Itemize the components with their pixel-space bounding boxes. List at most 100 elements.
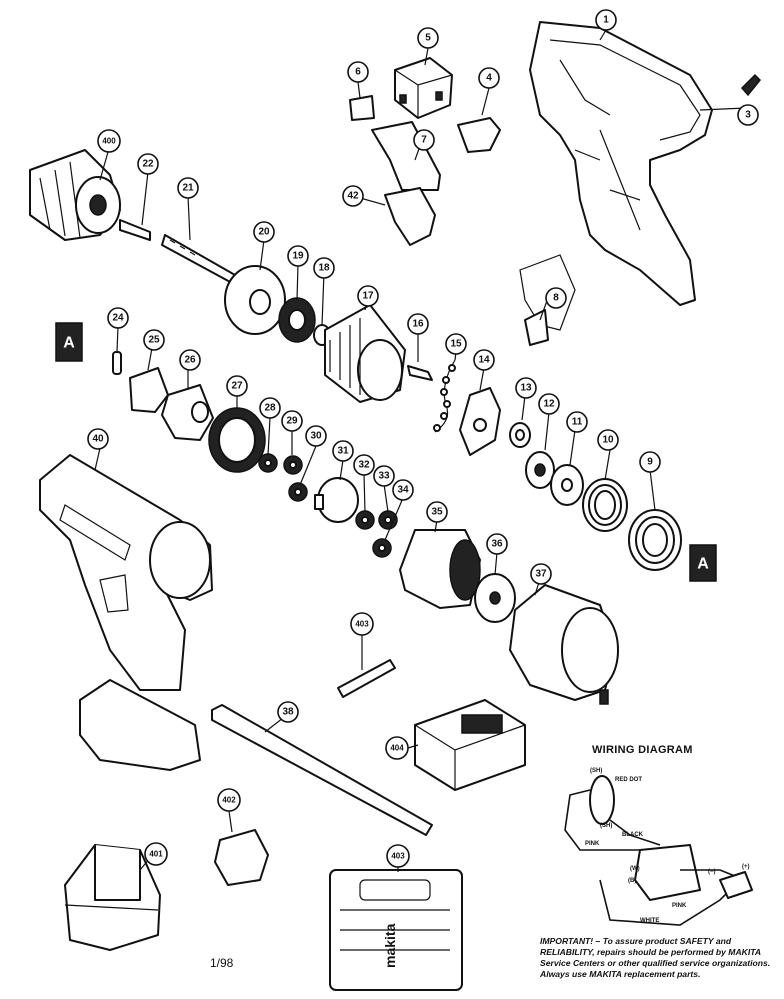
callout-30: 30 [305,425,327,447]
marker-a-right: A [689,544,717,582]
marker-a-left-text: A [63,335,75,352]
part-27-ring-gear [208,407,266,473]
part-drill-body [39,454,213,771]
part-24-pin [112,351,122,375]
callout-29: 29 [281,410,303,432]
callout-4: 4 [478,67,500,89]
callout-12: 12 [538,393,560,415]
part-9-spring [628,509,682,571]
wiring-label-pink-top: PINK [585,841,600,847]
callout-27: 27 [226,375,248,397]
callout-7: 7 [413,129,435,151]
callout-20: 20 [253,221,275,243]
part-14-lock-plate [459,387,501,456]
svg-text:19: 19 [292,251,304,262]
case-brand-text: makita [382,923,398,968]
wiring-diagram-title: WIRING DIAGRAM [592,744,693,756]
part-17-gear-housing [324,304,406,403]
svg-text:403: 403 [355,620,369,629]
callout-15: 15 [445,333,467,355]
part-7-bracket [371,121,441,191]
callout-402: 402 [217,788,241,812]
svg-text:27: 27 [231,381,243,392]
svg-text:21: 21 [182,183,194,194]
wiring-label-sh-top: (SH) [590,768,602,774]
callouts: 1 3 4 5 6 7 8 9 10 11 12 13 14 15 16 17 … [87,9,759,868]
svg-text:8: 8 [553,293,559,304]
callout-404: 404 [385,736,409,760]
wiring-label-black: BLACK [622,832,644,838]
part-32-gear [355,510,375,530]
svg-text:35: 35 [431,507,443,518]
part-trigger [384,187,436,246]
svg-text:31: 31 [337,446,349,457]
callout-22: 22 [137,153,159,175]
wiring-label-b: (B) [628,878,636,884]
callout-25: 25 [143,329,165,351]
svg-text:29: 29 [286,416,298,427]
callout-42: 42 [342,185,364,207]
part-28-gear [258,453,278,473]
marker-a-left: A [55,322,83,362]
svg-text:17: 17 [362,291,374,302]
svg-text:6: 6 [355,67,361,78]
callout-401: 401 [144,842,168,866]
date-code: 1/98 [210,956,234,970]
svg-text:11: 11 [572,417,583,428]
part-10-spring [582,478,628,532]
callout-24: 24 [107,307,129,329]
part-16-screw [407,365,433,381]
part-11-washer [550,464,584,506]
callout-35: 35 [426,501,448,523]
part-battery [64,844,161,951]
callout-5: 5 [417,27,439,49]
part-4-clip [457,117,501,153]
marker-a-right-text: A [697,556,709,573]
wiring-label-sh-mid: (SH) [600,823,612,829]
part-35-gear-housing [399,529,481,609]
part-screw [740,73,762,97]
callout-33: 33 [373,465,395,487]
svg-text:25: 25 [148,335,160,346]
important-notice: IMPORTANT! – To assure product SAFETY an… [540,936,771,979]
svg-text:32: 32 [358,460,370,471]
svg-text:18: 18 [318,263,330,274]
wiring-label-white: WHITE [640,918,659,924]
callout-38: 38 [277,701,299,723]
part-15-ball-chain [433,359,456,433]
callout-37: 37 [530,563,552,585]
svg-text:34: 34 [397,485,409,496]
part-12-clutch-disc [525,451,555,489]
svg-text:37: 37 [535,569,547,580]
svg-text:4: 4 [486,73,492,84]
svg-text:402: 402 [222,796,236,805]
wiring-label-sw: (W) [630,866,640,872]
callout-400: 400 [97,129,121,153]
svg-text:20: 20 [258,227,270,238]
callout-403-bit: 403 [350,612,374,636]
svg-text:7: 7 [421,135,427,146]
svg-text:10: 10 [602,435,614,446]
part-31-carrier [314,477,359,523]
callout-21: 21 [177,177,199,199]
svg-text:5: 5 [425,33,431,44]
part-bit [337,659,396,698]
part-chuck [29,149,121,241]
part-charger [414,699,526,791]
svg-text:404: 404 [390,744,404,753]
part-37-motor [509,584,619,705]
part-carrying-case [329,869,463,991]
svg-text:401: 401 [149,850,163,859]
callout-14: 14 [473,349,495,371]
part-20-plate [224,265,286,335]
svg-text:28: 28 [264,403,276,414]
svg-text:16: 16 [412,319,424,330]
part-25-carrier [129,367,169,413]
callout-403-case: 403 [386,844,410,868]
part-38-strap [211,704,433,836]
callout-6: 6 [347,61,369,83]
part-402-cap [214,829,269,886]
wiring-label-plus: (+) [742,864,750,870]
svg-text:403: 403 [391,852,405,861]
